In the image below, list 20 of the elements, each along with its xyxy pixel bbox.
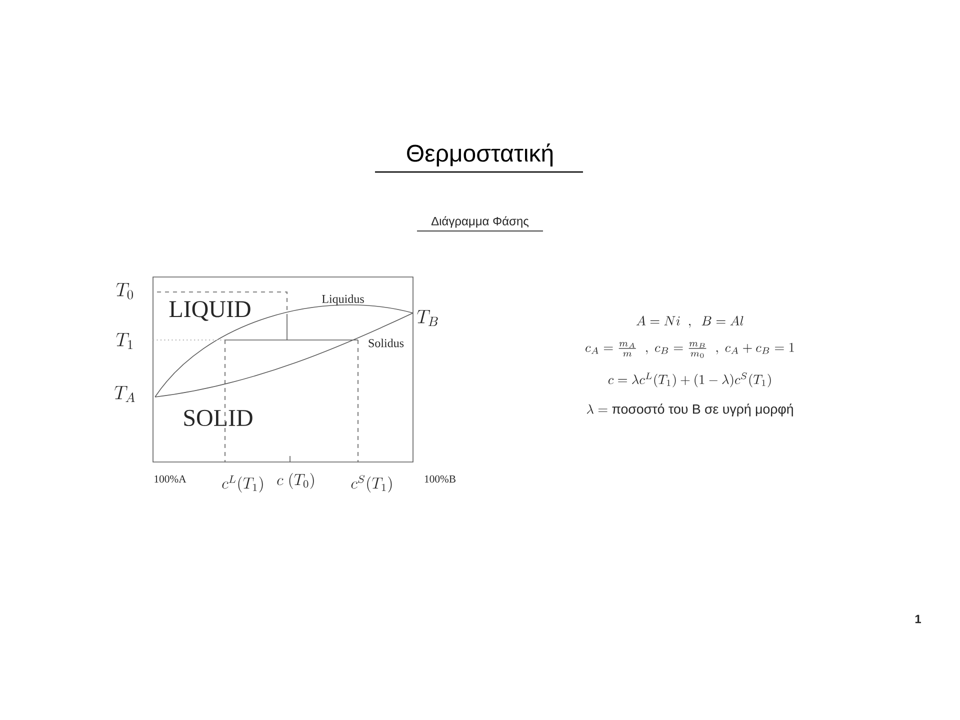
axis-label: $T_0$ [116,283,133,300]
formula: $c = \lambda c^L(T_1) + (1-\lambda) c^S(T_1)$ [608,372,771,388]
region-label: LIQUID [169,301,250,321]
curve-label: Liquidus [322,294,364,306]
axis-label: $c^L(T_1)$ [222,475,263,493]
formula: $A = Ni\ \ ,\ \ B = Al$ [636,316,744,328]
subtitle: Διάγραμμα Φάσης [416,216,544,232]
axis-label: $T_A$ [114,386,135,402]
axis-label: $T_B$ [417,310,438,326]
page-number: 1 [915,614,921,624]
axis-label: 100%B [424,475,456,483]
axis-label: $c^S(T_1)$ [351,475,392,493]
formula: $\lambda = \text{ποσοστό του B σε υγρή μορφή}$ [586,404,793,416]
title: Θερμοστατική [375,143,583,173]
axis-label: 100%A [154,475,186,483]
region-label: SOLID [184,410,252,426]
axis-label: $T_1$ [116,333,132,349]
formula: $c_A = \frac{m_A}{m}\ \ ,\ c_B = \frac{m_B}{m_0}\ \ ,\ c_A + c_B = 1$ [586,342,794,358]
axis-label: $c\ (T_0)$ [277,473,314,489]
curve-label: Solidus [368,338,404,348]
